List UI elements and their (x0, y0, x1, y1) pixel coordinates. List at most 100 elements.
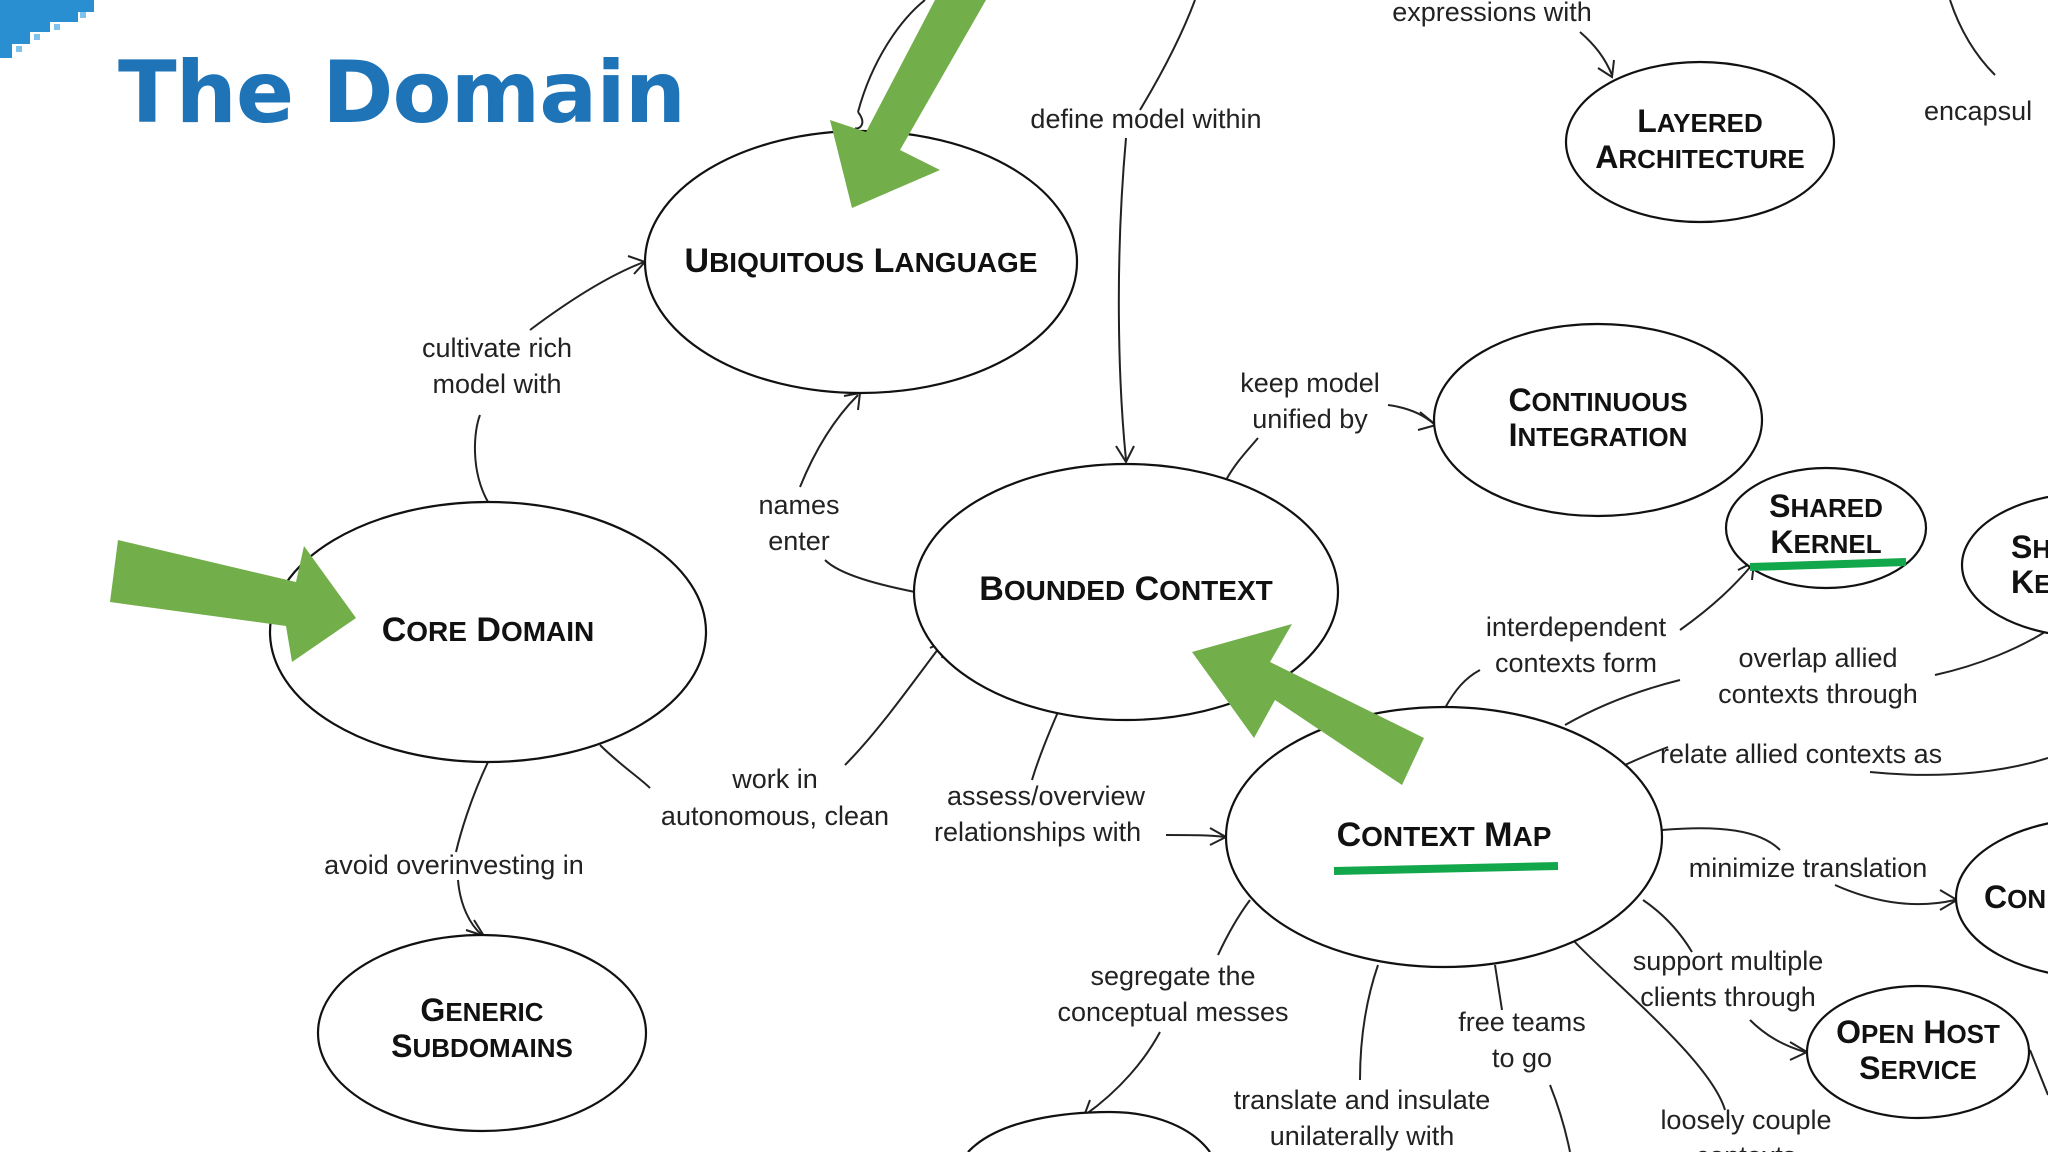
edge-cm-to-minimize (1661, 827, 1781, 851)
node-bounded-context-label: BOUNDED CONTEXT (979, 570, 1272, 608)
node-ubiquitous-language: UBIQUITOUS LANGUAGE (643, 129, 1079, 395)
edge-cm-to-overlap (1564, 679, 1681, 726)
label-loosely-couple-line1: loosely couple (1660, 1105, 1831, 1135)
edge-keep-to-ci (1387, 404, 1435, 425)
edge-bounded-to-assess (1031, 711, 1059, 781)
node-continuous-integration-line1: CONTINUOUS (1508, 382, 1687, 418)
edge-cm-to-relate (1624, 746, 1669, 766)
edge-avoid-to-generic (457, 879, 483, 936)
node-open-host-service-line2: SERVICE (1859, 1050, 1977, 1086)
edge-cm-to-support (1642, 899, 1693, 953)
edge-segregate-to-bottom (1084, 1031, 1161, 1116)
edge-expressions-to-layered (1579, 31, 1613, 76)
label-avoid-overinvesting: avoid overinvesting in (324, 850, 584, 880)
label-translate-line2: unilaterally with (1270, 1121, 1455, 1151)
node-generic-subdomains: GENERIC SUBDOMAINS (316, 933, 648, 1133)
slide-title: The Domain (118, 43, 686, 143)
edge-core-to-avoid (455, 761, 489, 853)
node-partial-shared-kernel-line2: KE (2011, 564, 2048, 600)
edge-define-model-top (1139, 0, 1196, 111)
label-expressions-with: expressions with (1392, 0, 1592, 27)
edge-encapsulate (1949, 0, 1996, 76)
node-generic-subdomains-line2: SUBDOMAINS (391, 1028, 573, 1064)
label-interdependent-line2: contexts form (1495, 648, 1657, 678)
pixel-mosaic-logo-icon (0, 0, 94, 58)
node-shared-kernel: SHARED KERNEL (1724, 466, 1928, 590)
edge-cm-to-translate (1359, 964, 1379, 1081)
arrowhead-layered (1597, 59, 1615, 79)
label-assess-line1: assess/overview (947, 781, 1146, 811)
edge-free-to-bottom (1549, 1084, 1571, 1152)
node-context-map: CONTEXT MAP (1224, 705, 1664, 969)
label-overlap-line2: contexts through (1718, 679, 1918, 709)
label-loosely-couple-line2: contexts (1696, 1141, 1797, 1152)
label-relate-allied: relate allied contexts as (1660, 739, 1942, 769)
edge-interdependent-to-shared (1679, 564, 1753, 631)
label-cultivate-rich-line2: model with (432, 369, 561, 399)
label-free-teams-line2: to go (1492, 1043, 1552, 1073)
edge-support-to-ohs (1749, 1019, 1806, 1053)
edge-overlap-to-right (1934, 629, 2048, 676)
arrowhead-ohs (1789, 1041, 1810, 1061)
node-partial-conformist: CON (1954, 822, 2048, 974)
label-support-multiple-line1: support multiple (1633, 946, 1824, 976)
edge-ubiquitous-top (857, 0, 926, 113)
node-open-host-service: OPEN HOST SERVICE (1805, 984, 2031, 1120)
edge-bounded-to-keep (1225, 437, 1259, 481)
label-keep-model-line2: unified by (1252, 404, 1368, 434)
edge-bounded-to-names (824, 559, 916, 593)
edge-names-to-ubiquitous (799, 394, 859, 488)
edge-ubiquitous-left-top (854, 111, 864, 130)
highlight-context-map (1333, 862, 1559, 875)
edge-assess-to-contextmap (1165, 834, 1226, 838)
edge-relate-to-right (1869, 757, 2048, 776)
callout-arrow-core-domain-icon (110, 540, 356, 662)
label-work-in-line2: autonomous, clean (661, 801, 889, 831)
arrowhead-define-model (1115, 445, 1135, 465)
label-translate-line1: translate and insulate (1234, 1085, 1491, 1115)
highlight-shared-kernel (1749, 558, 1907, 571)
label-assess-line2: relationships with (934, 817, 1141, 847)
node-partial-shared-kernel: SH KE (1960, 495, 2048, 635)
edge-labels: expressions with encapsul define model w… (324, 0, 2032, 1152)
edge-cm-to-segregate (1217, 899, 1251, 956)
edge-define-model (1117, 137, 1127, 461)
node-shared-kernel-line2: KERNEL (1770, 524, 1881, 560)
node-partial-conformist-label: CON (1984, 879, 2046, 915)
callout-arrow-ubiquitous-icon (830, 0, 986, 208)
edge-work-to-bounded (844, 639, 946, 766)
label-interdependent-line1: interdependent (1486, 612, 1667, 642)
label-names-line2: enter (768, 526, 830, 556)
edge-minimize-to-conformist (1834, 884, 1956, 906)
callout-arrows (110, 0, 1424, 785)
node-context-map-label: CONTEXT MAP (1337, 816, 1552, 854)
label-free-teams-line1: free teams (1458, 1007, 1586, 1037)
node-partial-bottom (967, 1110, 1211, 1152)
edge-cm-to-free (1494, 964, 1503, 1011)
label-support-multiple-line2: clients through (1640, 982, 1816, 1012)
label-keep-model-line1: keep model (1240, 368, 1380, 398)
label-segregate-line2: conceptual messes (1057, 997, 1288, 1027)
label-work-in-line1: work in (731, 764, 818, 794)
highlight-underlines (1333, 558, 1907, 875)
node-continuous-integration-line2: INTEGRATION (1509, 417, 1688, 453)
label-encapsulate: encapsul (1924, 96, 2032, 126)
node-layered-architecture-line2: ARCHITECTURE (1595, 139, 1804, 175)
label-names-line1: names (758, 490, 839, 520)
label-overlap-line1: overlap allied (1738, 643, 1897, 673)
label-segregate-line1: segregate the (1090, 961, 1255, 991)
callout-arrow-context-map-icon (1192, 624, 1424, 785)
node-core-domain-label: CORE DOMAIN (382, 611, 595, 649)
node-generic-subdomains-line1: GENERIC (420, 992, 543, 1028)
edge-cm-to-interdependent (1444, 669, 1481, 709)
node-continuous-integration: CONTINUOUS INTEGRATION (1432, 322, 1764, 518)
edge-cm-to-loosely (1572, 939, 1726, 1111)
node-layered-architecture: LAYERED ARCHITECTURE (1564, 60, 1836, 224)
node-ubiquitous-language-label: UBIQUITOUS LANGUAGE (685, 242, 1038, 280)
node-core-domain: CORE DOMAIN (268, 500, 708, 764)
edge-ohs-to-right (2029, 1049, 2048, 1096)
node-open-host-service-line1: OPEN HOST (1836, 1014, 2000, 1050)
edge-core-to-cultivate (474, 414, 489, 503)
label-minimize-translation: minimize translation (1689, 853, 1928, 883)
